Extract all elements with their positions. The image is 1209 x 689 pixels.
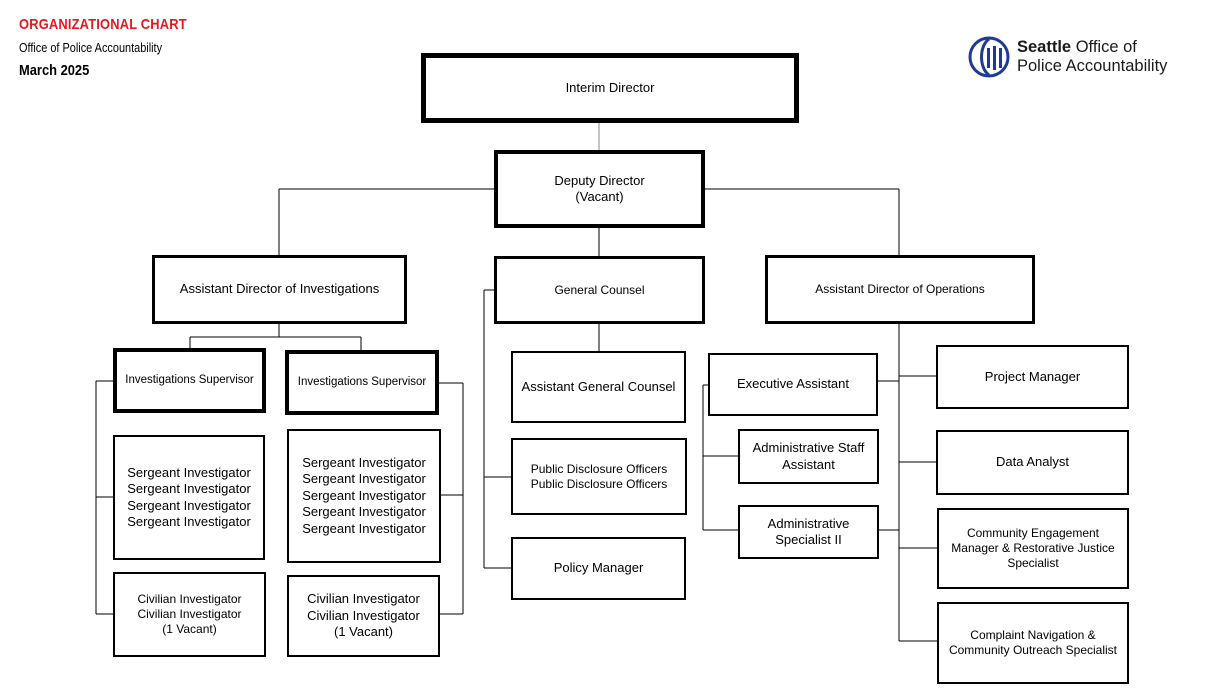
assistant-general-counsel-box: Assistant General Counsel [511, 351, 686, 423]
complaint-navigation-box: Complaint Navigation & Community Outreac… [937, 602, 1129, 684]
admin-staff-assistant-2: Assistant [782, 456, 835, 472]
deputy-director-note: (Vacant) [575, 189, 624, 204]
civilian-left-vacant: (1 Vacant) [162, 622, 217, 636]
sergeant-right-5: Sergeant Investigator [302, 520, 426, 536]
sergeant-left-4: Sergeant Investigator [127, 514, 251, 529]
investigations-supervisor-right-box: Investigations Supervisor [285, 350, 439, 415]
ad-operations-label: Assistant Director of Operations [815, 282, 985, 296]
deputy-director-box: Deputy Director (Vacant) [494, 150, 705, 228]
sergeant-left-2: Sergeant Investigator [127, 481, 251, 496]
sergeant-right-1: Sergeant Investigator [302, 454, 426, 470]
general-counsel-box: General Counsel [494, 256, 705, 324]
public-disclosure-1: Public Disclosure Officers [530, 461, 668, 476]
admin-staff-assistant-1: Administrative Staff [752, 440, 865, 455]
chart-title: ORGANIZATIONAL CHART [19, 16, 187, 33]
sergeant-left-1: Sergeant Investigator [127, 464, 251, 480]
community-engagement-3: Specialist [1007, 556, 1059, 570]
data-analyst-label: Data Analyst [996, 454, 1069, 470]
interim-director-label: Interim Director [565, 79, 655, 95]
chart-date: March 2025 [19, 62, 90, 79]
admin-staff-assistant-box: Administrative Staff Assistant [738, 429, 879, 484]
chart-subtitle: Office of Police Accountability [19, 40, 163, 55]
civilians-left-box: Civilian Investigator Civilian Investiga… [113, 572, 266, 657]
investigations-supervisor-left-box: Investigations Supervisor [113, 348, 266, 413]
general-counsel-label: General Counsel [554, 282, 645, 297]
admin-specialist-box: Administrative Specialist II [738, 505, 879, 559]
logo-name-rest: Office of [1071, 38, 1137, 56]
seattle-logo-icon [968, 36, 1010, 78]
logo-line2: Police Accountability [1017, 57, 1168, 75]
civilian-right-1: Civilian Investigator [307, 591, 420, 607]
public-disclosure-2: Public Disclosure Officers [530, 476, 668, 491]
assistant-general-counsel-label: Assistant General Counsel [521, 378, 676, 394]
complaint-navigation-2: Community Outreach Specialist [948, 643, 1118, 657]
ad-investigations-label: Assistant Director of Investigations [179, 281, 380, 297]
public-disclosure-box: Public Disclosure Officers Public Disclo… [511, 438, 687, 515]
community-engagement-2: Manager & Restorative Justice [951, 541, 1115, 555]
sergeant-left-3: Sergeant Investigator [127, 497, 251, 513]
project-manager-box: Project Manager [936, 345, 1129, 409]
policy-manager-label: Policy Manager [553, 560, 644, 576]
executive-assistant-label: Executive Assistant [737, 376, 849, 392]
complaint-navigation-1: Complaint Navigation & [970, 628, 1096, 642]
admin-specialist-2: Specialist II [775, 532, 842, 547]
executive-assistant-box: Executive Assistant [708, 353, 878, 416]
admin-specialist-1: Administrative [767, 515, 850, 531]
sergeants-right-box: Sergeant Investigator Sergeant Investiga… [287, 429, 441, 563]
interim-director-box: Interim Director [421, 53, 799, 123]
sergeant-right-4: Sergeant Investigator [302, 504, 426, 520]
deputy-director-label: Deputy Director [554, 172, 645, 188]
project-manager-label: Project Manager [984, 368, 1081, 384]
sergeant-right-2: Sergeant Investigator [302, 471, 426, 487]
civilian-left-1: Civilian Investigator [137, 592, 242, 606]
ad-operations-box: Assistant Director of Operations [765, 255, 1035, 324]
sergeants-left-box: Sergeant Investigator Sergeant Investiga… [113, 435, 265, 560]
sergeant-right-3: Sergeant Investigator [302, 487, 426, 503]
civilians-right-box: Civilian Investigator Civilian Investiga… [287, 575, 440, 657]
ad-investigations-box: Assistant Director of Investigations [152, 255, 407, 324]
data-analyst-box: Data Analyst [936, 430, 1129, 495]
community-engagement-box: Community Engagement Manager & Restorati… [937, 508, 1129, 589]
civilian-right-2: Civilian Investigator [307, 607, 420, 623]
civilian-left-2: Civilian Investigator [137, 607, 242, 621]
policy-manager-box: Policy Manager [511, 537, 686, 600]
investigations-supervisor-left-label: Investigations Supervisor [125, 374, 254, 387]
community-engagement-1: Community Engagement [966, 526, 1100, 540]
seattle-logo-text: Seattle Office of Police Accountability [1017, 38, 1167, 76]
logo-name-bold: Seattle [1017, 38, 1072, 56]
civilian-right-vacant: (1 Vacant) [333, 624, 393, 640]
investigations-supervisor-right-label: Investigations Supervisor [297, 376, 427, 389]
